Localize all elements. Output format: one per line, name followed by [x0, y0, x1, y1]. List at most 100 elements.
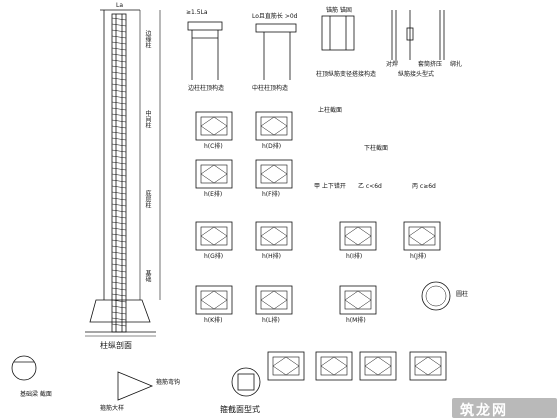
column-stirrup — [111, 245, 127, 249]
column-stirrup — [111, 239, 127, 243]
section-diagram — [339, 285, 377, 315]
section-label: h(K排) — [204, 317, 223, 324]
column-stirrup — [111, 41, 127, 45]
side-label-2: 中间柱 — [144, 110, 151, 128]
column-stirrup — [111, 317, 127, 321]
joint-forms-title: 纵筋接头型式 — [398, 71, 435, 78]
offset-label-1: 甲 上下错开 — [314, 183, 346, 190]
column-stirrup — [111, 323, 127, 327]
circle-column-label: 圆柱 — [456, 291, 469, 298]
section-label: h(E排) — [204, 191, 223, 198]
section-label: h(F排) — [262, 191, 280, 198]
column-stirrup — [111, 53, 127, 57]
column-stirrup — [111, 59, 127, 63]
column-stirrup — [111, 197, 127, 201]
column-stirrup — [111, 215, 127, 219]
section-label: h(J排) — [410, 253, 427, 260]
column-stirrup — [111, 281, 127, 285]
joint-type-3: 绑扎 — [450, 61, 463, 68]
stirrup-detail-title: 箍筋大样 — [100, 405, 125, 412]
section-diagram — [255, 221, 293, 251]
section-diagram — [315, 351, 353, 381]
column-stirrup — [111, 311, 127, 315]
section-label: h(M排) — [346, 317, 366, 324]
column-stirrup — [111, 83, 127, 87]
column-stirrup — [111, 167, 127, 171]
column-stirrup — [111, 47, 127, 51]
section-diagram — [267, 351, 305, 381]
column-stirrup — [111, 65, 127, 69]
column-stirrup — [111, 179, 127, 183]
section-diagram — [409, 351, 447, 381]
column-stirrup — [111, 173, 127, 177]
column-stirrup — [111, 305, 127, 309]
watermark-text: 筑龙网 — [460, 403, 508, 419]
column-stirrup — [111, 131, 127, 135]
column-top-details — [187, 10, 445, 80]
column-stirrup — [111, 287, 127, 291]
column-stirrup — [111, 155, 127, 159]
dim-la: La — [116, 2, 124, 9]
column-stirrup — [111, 191, 127, 195]
section-diagram — [255, 159, 293, 189]
section-diagram — [195, 159, 233, 189]
column-stirrup — [111, 35, 127, 39]
side-label-3: 底层柱 — [144, 190, 151, 208]
section-label: h(C排) — [204, 143, 223, 150]
stirrup-hook-label: 箍筋弯钩 — [156, 379, 181, 386]
side-label-1: 边缘柱 — [144, 30, 151, 48]
column-stirrup — [111, 233, 127, 237]
column-stirrup — [111, 77, 127, 81]
column-stirrup — [111, 257, 127, 261]
section-diagram — [195, 221, 233, 251]
bottom-details — [11, 281, 451, 401]
bar-note: 锚筋 锚固 — [326, 7, 352, 14]
column-stirrup — [111, 137, 127, 141]
section-diagram — [195, 285, 233, 315]
column-stirrup — [111, 185, 127, 189]
joint-type-1: 对焊 — [386, 61, 399, 68]
offset-label-2: 乙 c<6d — [358, 183, 382, 190]
anchor-note: Lo且直筋长 >0d — [252, 13, 298, 20]
offset-label-4: 上柱截面 — [318, 107, 343, 114]
middle-column-top-title: 中柱柱顶构造 — [252, 85, 289, 92]
column-stirrup — [111, 71, 127, 75]
column-section-title: 柱纵剖面 — [100, 341, 132, 350]
column-elevation — [85, 9, 161, 337]
section-label: h(H排) — [262, 253, 281, 260]
section-diagram — [255, 285, 293, 315]
column-stirrup — [111, 95, 127, 99]
section-label: h(G排) — [204, 253, 224, 260]
offset-label-5: 下柱截面 — [364, 145, 389, 152]
dim-1-5la: ≥1.5La — [186, 9, 208, 16]
section-forms-title: 箍截面型式 — [220, 405, 260, 414]
section-diagram — [403, 221, 441, 251]
column-stirrup — [111, 89, 127, 93]
column-stirrup — [111, 101, 127, 105]
column-stirrup — [111, 143, 127, 147]
offset-label-3: 丙 c≥6d — [412, 183, 436, 190]
section-label: h(L排) — [262, 317, 280, 324]
column-stirrup — [111, 29, 127, 33]
section-label: h(I排) — [346, 253, 363, 260]
rebar-change-title: 柱顶纵筋变径搭接构造 — [316, 71, 377, 78]
section-label: h(D排) — [262, 143, 282, 150]
grade-beam-note: 基础梁 截面 — [20, 391, 52, 398]
column-stirrup — [111, 251, 127, 255]
column-section-diagrams — [195, 111, 447, 381]
column-stirrup — [111, 269, 127, 273]
column-stirrup — [111, 107, 127, 111]
side-label-4: 基础 — [144, 270, 151, 282]
column-stirrup — [111, 203, 127, 207]
section-diagram — [195, 111, 233, 141]
column-stirrup — [111, 275, 127, 279]
column-stirrup — [111, 113, 127, 117]
column-stirrup — [111, 17, 127, 21]
column-stirrup — [111, 221, 127, 225]
column-stirrup — [111, 263, 127, 267]
column-stirrup — [111, 119, 127, 123]
section-diagram — [255, 111, 293, 141]
column-stirrup — [111, 293, 127, 297]
column-stirrup — [111, 161, 127, 165]
